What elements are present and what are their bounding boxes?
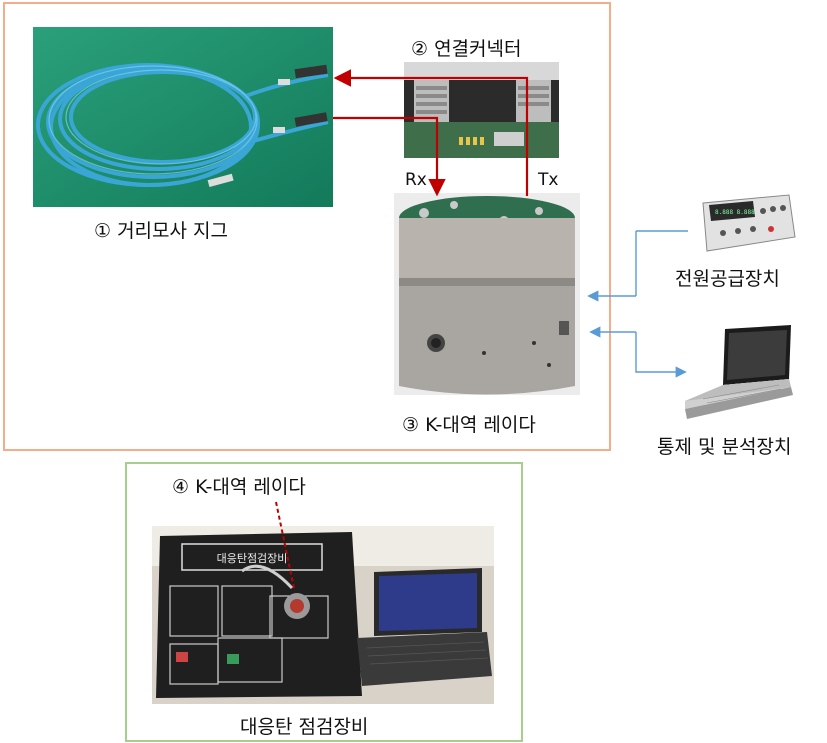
control-connection-line [635,332,687,378]
radar-label-top: ③ K-대역 레이다 [402,414,536,436]
tx-signal-line [333,69,529,196]
equipment-boundary-box [125,462,523,742]
svg-text:8.888 8.888: 8.888 8.888 [715,209,755,216]
jig-label: ① 거리모사 지그 [94,220,228,242]
cable-jig-photo [33,27,333,207]
power-connection-line [587,230,688,302]
system-boundary-box [3,2,611,451]
power-supply-label: 전원공급장치 [675,268,780,290]
control-label: 통제 및 분석장치 [657,436,792,458]
tx-label: Tx [538,170,559,190]
rx-signal-line [333,116,446,197]
radar-photo [394,193,580,395]
equipment-label: 대응탄 점검장비 [240,716,369,738]
radar-label-bottom: ④ K-대역 레이다 [172,476,306,498]
laptop-photo [683,325,795,423]
device-panel-text: 대응탄점검장비 [217,552,288,565]
rx-label: Rx [405,170,427,190]
connector-label: ② 연결커넥터 [411,38,522,60]
radar-pointer-line [275,501,295,589]
power-supply-photo: 8.888 8.888 [693,191,799,255]
test-equipment-photo: 대응탄점검장비 [152,526,494,704]
